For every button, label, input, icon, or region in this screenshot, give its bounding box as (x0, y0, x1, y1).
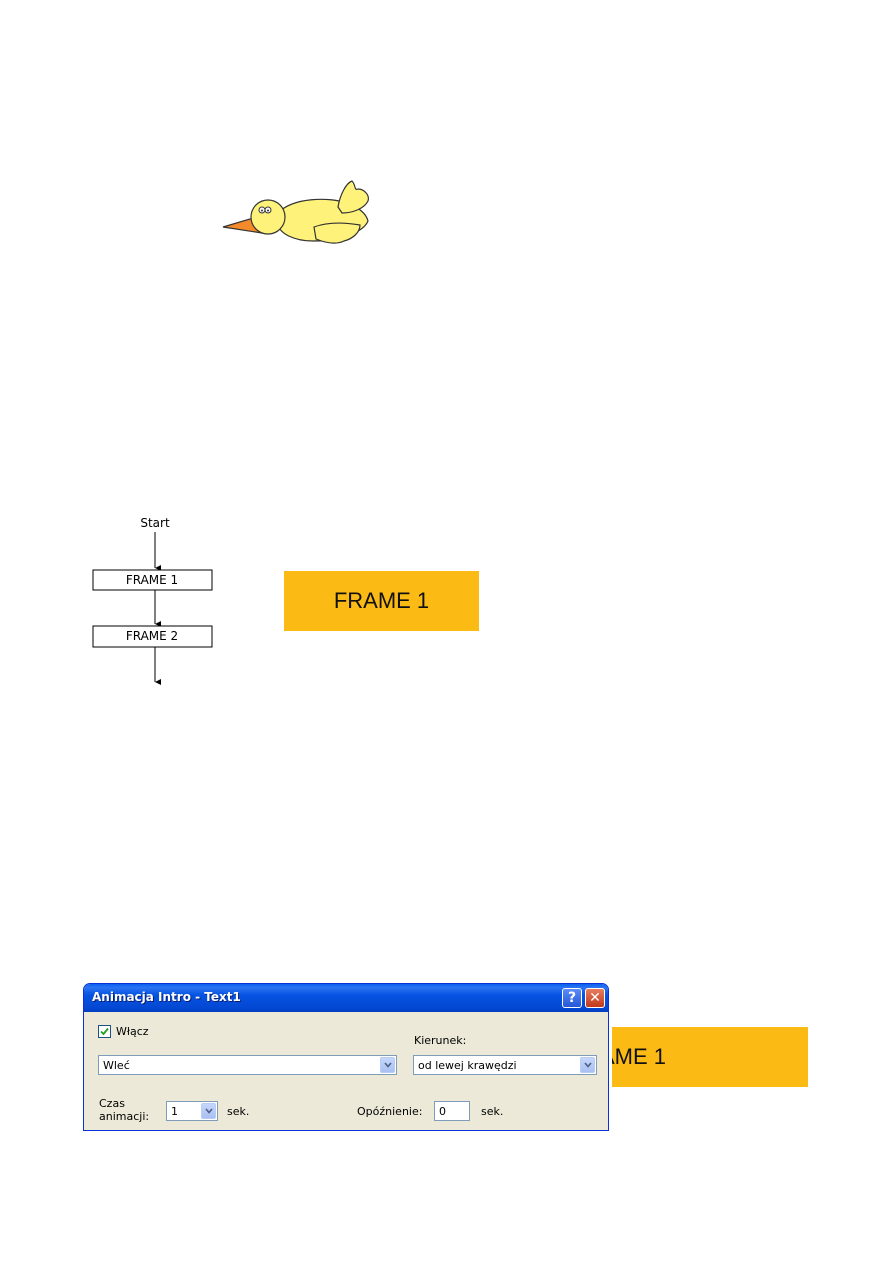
duration-select-value: 1 (171, 1105, 178, 1118)
bird-wing-upper (337, 180, 369, 214)
delay-input-value: 0 (439, 1105, 446, 1118)
delay-input[interactable]: 0 (434, 1101, 470, 1121)
flowchart-frame-2-label: FRAME 2 (126, 629, 178, 643)
delay-label: Opóźnienie: (357, 1105, 423, 1118)
help-button[interactable]: ? (562, 988, 582, 1008)
flying-bird-illustration (222, 180, 369, 244)
flowchart-frame-2-box (92, 625, 213, 648)
delay-unit: sek. (481, 1105, 504, 1118)
direction-select[interactable]: od lewej krawędzi (413, 1055, 597, 1075)
help-icon: ? (567, 990, 577, 1006)
duration-label-line2: animacji: (99, 1110, 150, 1123)
duration-label-line1: Czas (99, 1097, 125, 1110)
chevron-down-icon[interactable] (201, 1103, 216, 1119)
close-button[interactable]: ✕ (585, 988, 605, 1008)
chevron-down-icon[interactable] (380, 1057, 395, 1073)
frame-flowchart: Start FRAME 1 FRAME 2 (92, 516, 213, 685)
flowchart-start-label: Start (140, 516, 170, 530)
flowchart-frame-1-box (92, 569, 213, 591)
flowchart-frame-1-label: FRAME 1 (126, 573, 178, 587)
dialog-titlebar[interactable]: Animacja Intro - Text1 ? ✕ (84, 984, 608, 1012)
frame-1-banner-partial: AME 1 (612, 1027, 808, 1087)
direction-label: Kierunek: (414, 1034, 467, 1047)
animation-intro-dialog: Animacja Intro - Text1 ? ✕ Włącz Kierune… (83, 983, 609, 1131)
duration-unit: sek. (227, 1105, 250, 1118)
duration-select[interactable]: 1 (166, 1101, 218, 1121)
close-icon: ✕ (589, 990, 601, 1006)
frame-1-banner: FRAME 1 (284, 571, 479, 631)
enable-checkbox[interactable] (98, 1025, 111, 1038)
effect-select[interactable]: Wleć (98, 1055, 397, 1075)
dialog-title: Animacja Intro - Text1 (92, 990, 241, 1004)
checkmark-icon (100, 1027, 109, 1036)
direction-select-value: od lewej krawędzi (418, 1059, 517, 1072)
effect-select-value: Wleć (103, 1059, 130, 1072)
bird-wing-lower (313, 222, 361, 244)
enable-checkbox-label[interactable]: Włącz (116, 1025, 149, 1038)
bird-head (250, 199, 286, 235)
frame-1-banner-text: FRAME 1 (333, 588, 430, 613)
chevron-down-icon[interactable] (580, 1057, 595, 1073)
frame-1-banner-partial-text: AME 1 (612, 1044, 667, 1069)
